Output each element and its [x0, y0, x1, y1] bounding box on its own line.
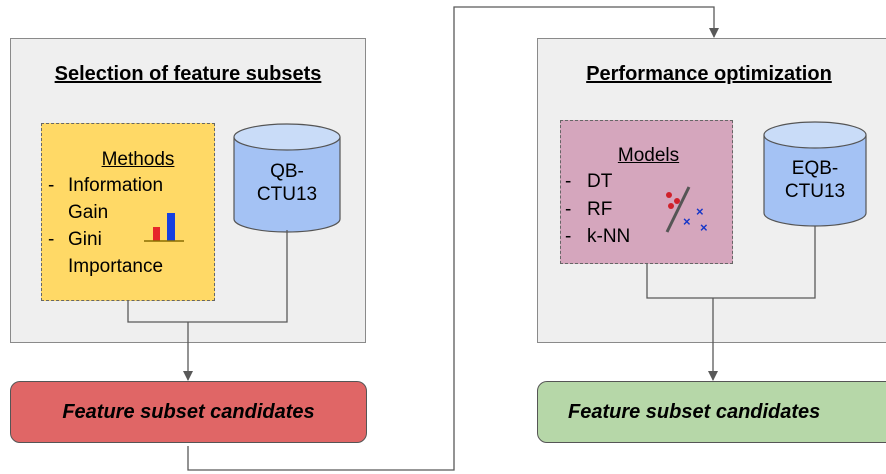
svg-text:×: × — [696, 204, 704, 219]
dataset-label-line: EQB- — [791, 158, 839, 179]
models-item-dash: - — [565, 226, 572, 247]
feature-selection-title: Selection of feature subsets — [54, 63, 322, 85]
methods-item-text: Information — [68, 175, 164, 196]
methods-item-text: Gini — [68, 229, 102, 250]
methods-item-text: Importance — [68, 256, 164, 277]
models-box: Models - DT - RF - k-NN — [560, 120, 733, 264]
dataset-label-line: CTU13 — [784, 181, 846, 202]
eqb-ctu13-label: EQB- CTU13 — [772, 157, 858, 203]
eqb-ctu13-database-icon — [763, 121, 867, 227]
models-heading: Models — [617, 145, 680, 166]
methods-item-text: Gain — [68, 202, 109, 223]
classifier-icon: × × × — [665, 186, 708, 235]
left-merge-connector — [127, 230, 288, 323]
methods-heading: Methods — [101, 149, 175, 170]
methods-box: Methods - Information Gain - Gini Import… — [41, 123, 215, 301]
performance-optimization-title: Performance optimization — [586, 63, 832, 85]
qb-ctu13-label: QB- CTU13 — [244, 160, 330, 206]
models-item-label: RF — [587, 199, 613, 220]
bar-chart-icon — [144, 213, 184, 242]
models-item-label: DT — [587, 171, 613, 192]
right-merge-connector — [646, 226, 816, 299]
methods-item-dash: - — [48, 229, 55, 250]
models-item-dash: - — [565, 199, 572, 220]
dataset-label-line: CTU13 — [256, 184, 318, 205]
models-item-label: k-NN — [587, 226, 631, 247]
panel-transfer-connector — [187, 6, 719, 471]
svg-text:×: × — [683, 214, 691, 229]
svg-text:×: × — [700, 220, 708, 235]
left-feature-subset-candidates: Feature subset candidates — [10, 381, 367, 443]
methods-item-dash: - — [48, 175, 55, 196]
dataset-label-line: QB- — [270, 161, 304, 182]
right-feature-subset-candidates: Feature subset candidates — [537, 381, 886, 443]
qb-ctu13-database-icon — [233, 123, 341, 233]
models-item-dash: - — [565, 171, 572, 192]
